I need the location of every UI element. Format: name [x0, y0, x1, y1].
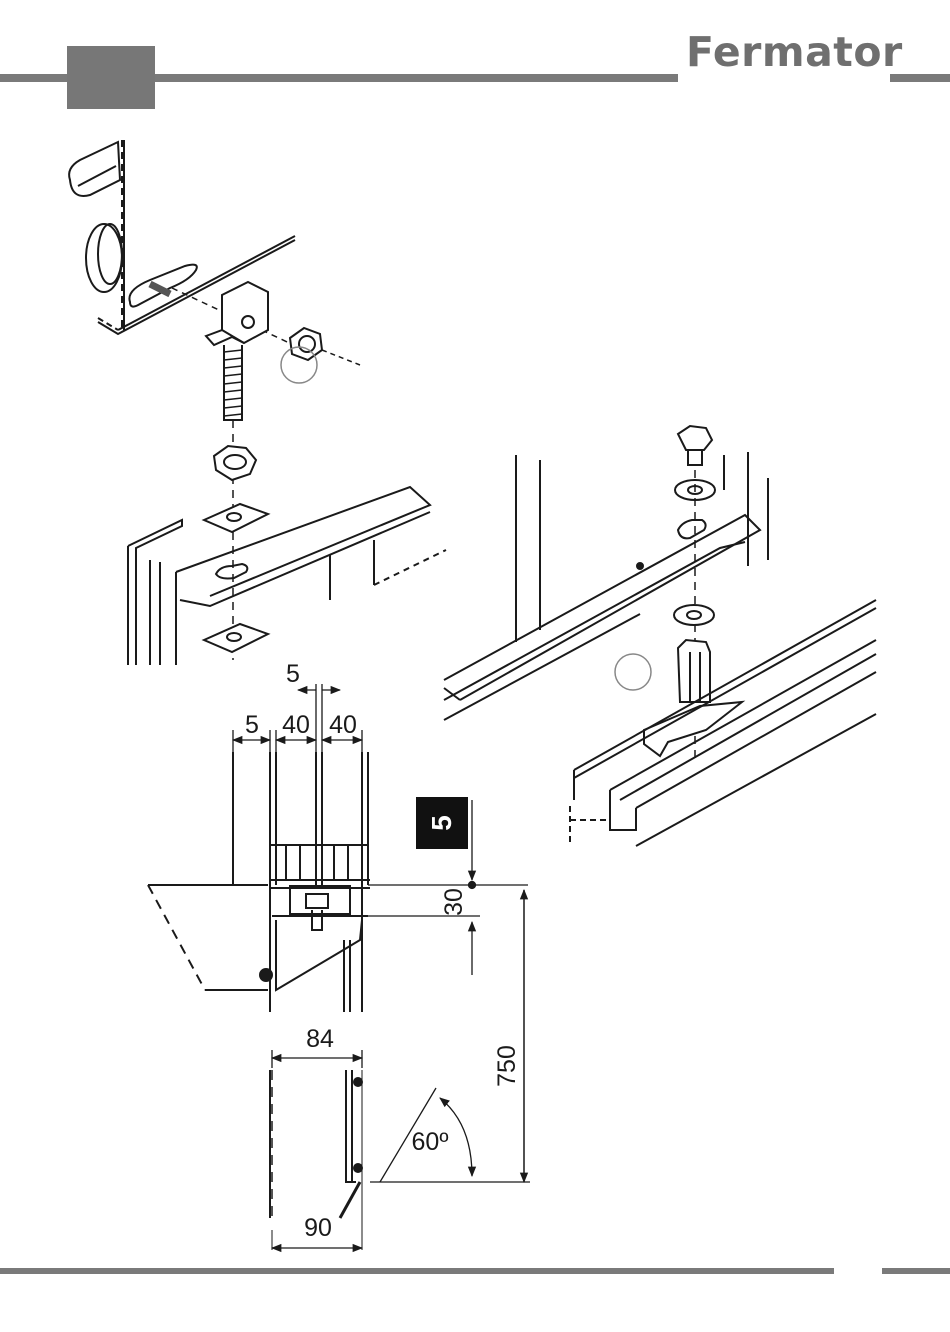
- roller-bracket-illustration: [69, 140, 446, 665]
- dim-angle: 60º: [412, 1128, 449, 1156]
- dim-width-84: 84: [306, 1025, 334, 1053]
- step-number-badge: 5: [416, 797, 468, 849]
- section-drawing: [148, 752, 370, 1250]
- dim-width-a: 40: [282, 711, 310, 739]
- step-number: 5: [426, 815, 458, 831]
- dimension-lines: [233, 684, 530, 1248]
- sill-mounting-illustration: [444, 426, 876, 846]
- dim-width-90: 90: [304, 1214, 332, 1242]
- dim-left-gap: 5: [245, 711, 259, 739]
- dim-height-30: 30: [440, 888, 468, 916]
- dim-height-750: 750: [493, 1045, 521, 1087]
- dim-top-gap: 5: [286, 660, 300, 688]
- dim-width-b: 40: [329, 711, 357, 739]
